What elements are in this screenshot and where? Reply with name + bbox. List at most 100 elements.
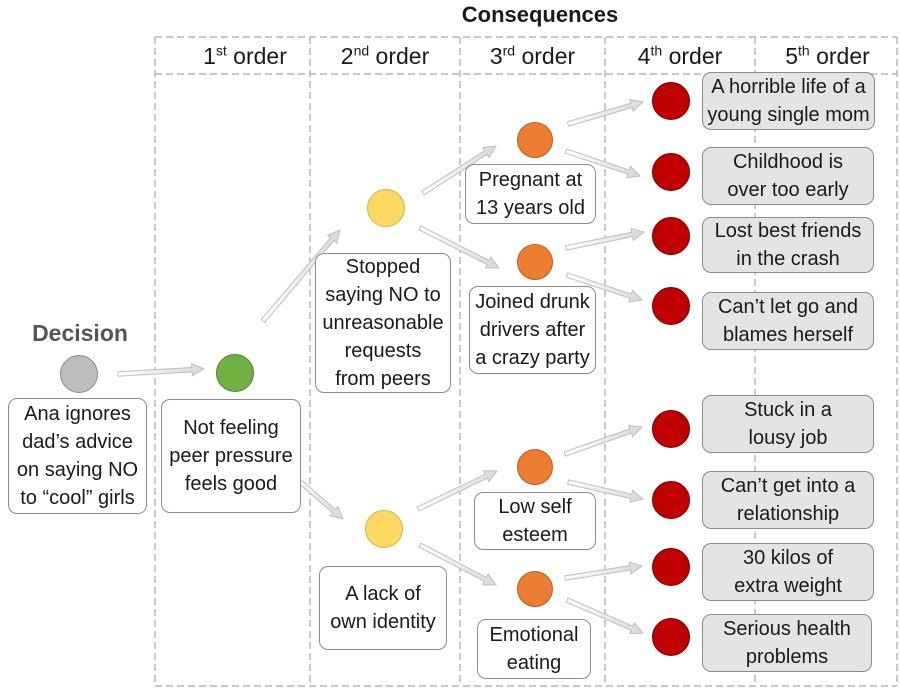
node-text-line: over too early bbox=[727, 179, 849, 201]
node-text-line: extra weight bbox=[734, 575, 842, 597]
arrow-third4-to-fourth8 bbox=[565, 597, 645, 635]
node-text-line: blames herself bbox=[722, 324, 854, 346]
node-text-line: Stuck in a bbox=[744, 399, 832, 421]
arrow-decision-to-first bbox=[117, 362, 206, 377]
arrow-third4-to-fourth7 bbox=[564, 561, 644, 581]
node-text-line: Lost best friends bbox=[714, 220, 862, 242]
arrow-third3-to-fourth5 bbox=[563, 424, 644, 457]
node-text-line: Pregnant at bbox=[478, 169, 583, 191]
column-header-label: order bbox=[515, 43, 576, 69]
node-text-line: Joined drunk bbox=[475, 291, 590, 313]
fifth-order-box-8: Serious health problems bbox=[702, 614, 872, 672]
fourth-order-node-4 bbox=[652, 287, 690, 325]
fourth-order-node-1 bbox=[652, 82, 690, 120]
node-text-line: Low self bbox=[498, 496, 572, 518]
node-text-line: a crazy party bbox=[475, 347, 590, 369]
node-text-line: eating bbox=[506, 652, 562, 674]
arrow-third2-to-fourth3 bbox=[564, 227, 646, 251]
column-header-number: 3 bbox=[489, 43, 503, 69]
column-header-label: order bbox=[226, 43, 287, 69]
node-text-line: Serious health bbox=[723, 618, 851, 640]
fourth-order-node-6 bbox=[652, 481, 690, 519]
fifth-order-box-6: Can’t get into a relationship bbox=[702, 471, 874, 529]
fifth-order-box-2: Childhood is over too early bbox=[702, 147, 874, 205]
node-text-line: esteem bbox=[502, 524, 568, 546]
node-text-line: relationship bbox=[736, 503, 840, 525]
third-order-node-1 bbox=[517, 122, 553, 158]
consequences-title: Consequences bbox=[461, 2, 619, 27]
fourth-order-node-8 bbox=[652, 618, 690, 656]
node-text-line: Can’t get into a bbox=[720, 475, 856, 497]
node-text-line: problems bbox=[745, 646, 829, 668]
node-text-line: A horrible life of a bbox=[711, 76, 866, 98]
node-text-line: in the crash bbox=[736, 248, 840, 270]
arrow-third3-to-fourth6 bbox=[566, 479, 645, 503]
node-text-line: saying NO to bbox=[325, 284, 441, 306]
third-order-box-4: Emotional eating bbox=[477, 619, 591, 679]
fourth-order-node-2 bbox=[652, 153, 690, 191]
first-order-node bbox=[216, 354, 254, 392]
column-header-suffix: st bbox=[215, 42, 227, 59]
node-text-line: feels good bbox=[184, 473, 278, 495]
column-header-number: 4 bbox=[637, 43, 651, 69]
second-order-node-1 bbox=[367, 189, 405, 227]
node-text-line: Childhood is bbox=[732, 151, 844, 173]
decision-title: Decision bbox=[32, 320, 128, 346]
arrow-second2-to-third3 bbox=[416, 470, 499, 512]
third-order-box-3: Low self esteem bbox=[474, 492, 596, 550]
column-header-number: 2 bbox=[340, 43, 354, 69]
node-text-line: to “cool” girls bbox=[20, 487, 135, 509]
node-text-line: dad’s advice bbox=[22, 431, 133, 453]
column-header-number: 1 bbox=[203, 43, 216, 69]
node-text-line: peer pressure bbox=[169, 445, 293, 467]
column-header-2: 2nd order bbox=[315, 38, 455, 74]
node-text-line: 13 years old bbox=[476, 197, 585, 219]
fifth-order-box-5: Stuck in a lousy job bbox=[702, 395, 874, 453]
node-text-line: Ana ignores bbox=[24, 403, 131, 425]
node-text-line: Emotional bbox=[489, 624, 579, 646]
node-text-line: unreasonable bbox=[322, 312, 444, 334]
third-order-node-4 bbox=[517, 571, 553, 607]
column-header-5: 5th order bbox=[760, 38, 895, 74]
column-header-suffix: th bbox=[798, 42, 810, 59]
column-header-label: order bbox=[662, 43, 723, 69]
node-text-line: from peers bbox=[335, 368, 431, 390]
arrow-third1-to-fourth2 bbox=[564, 148, 642, 179]
fourth-order-node-5 bbox=[652, 410, 690, 448]
arrow-second2-to-third4 bbox=[418, 542, 498, 586]
node-text-line: lousy job bbox=[748, 427, 828, 449]
node-text-line: own identity bbox=[330, 611, 436, 633]
node-text-line: Can’t let go and bbox=[717, 296, 859, 318]
arrow-third1-to-fourth1 bbox=[566, 98, 645, 127]
column-header-3: 3rd order bbox=[465, 38, 600, 74]
column-header-number: 5 bbox=[785, 43, 798, 69]
node-text-line: requests bbox=[344, 340, 422, 362]
fifth-order-box-3: Lost best friends in the crash bbox=[702, 217, 874, 273]
arrow-second1-to-third1 bbox=[421, 145, 497, 196]
arrow-second1-to-third2 bbox=[418, 225, 500, 269]
third-order-node-3 bbox=[517, 449, 553, 485]
decision-node bbox=[60, 355, 98, 393]
arrow-third2-to-fourth4 bbox=[565, 272, 644, 303]
column-header-label: order bbox=[809, 43, 870, 69]
node-text-line: on saying NO bbox=[16, 459, 139, 481]
second-order-node-2 bbox=[365, 510, 403, 548]
first-order-box: Not feeling peer pressure feels good bbox=[161, 399, 301, 513]
column-header-4: 4th order bbox=[610, 38, 750, 74]
column-header-1: 1st order bbox=[190, 38, 300, 74]
column-header-label: order bbox=[369, 43, 430, 69]
node-text-line: Stopped bbox=[345, 256, 421, 278]
fifth-order-box-7: 30 kilos of extra weight bbox=[702, 543, 874, 601]
fourth-order-node-3 bbox=[652, 217, 690, 255]
node-text-line: drivers after bbox=[479, 319, 586, 341]
second-order-box-1: Stopped saying NO to unreasonable requests f… bbox=[315, 253, 451, 393]
fourth-order-node-7 bbox=[652, 548, 690, 586]
third-order-box-1: Pregnant at 13 years old bbox=[465, 164, 596, 224]
column-header-suffix: nd bbox=[353, 42, 370, 59]
column-header-suffix: rd bbox=[502, 42, 516, 59]
third-order-node-2 bbox=[517, 244, 553, 280]
column-header-suffix: th bbox=[650, 42, 663, 59]
node-text-line: 30 kilos of bbox=[742, 547, 834, 569]
node-text-line: Not feeling bbox=[183, 417, 279, 439]
